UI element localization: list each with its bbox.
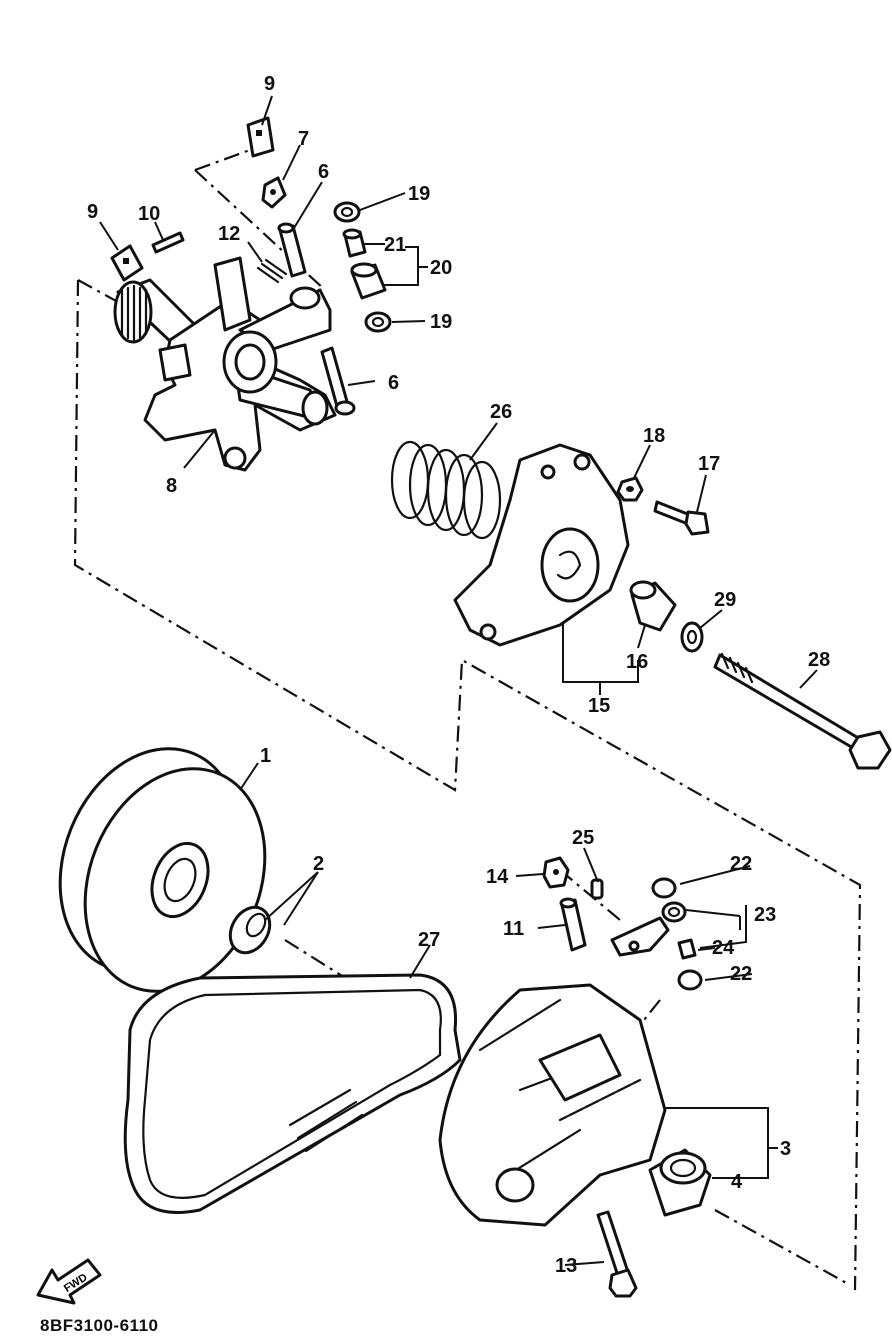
callout-22-bottom: 22: [730, 963, 752, 985]
callout-17: 17: [698, 453, 720, 475]
v-belt-27: [123, 973, 462, 1214]
callout-26: 26: [490, 401, 512, 423]
nut-18: [616, 476, 644, 502]
bolt-13: [596, 1210, 638, 1298]
spring-12: [256, 258, 288, 284]
pin-6-lower: [320, 346, 356, 416]
callout-22-top: 22: [730, 853, 752, 875]
fwd-arrow-icon: FWD: [36, 1258, 102, 1305]
callout-9-top: 9: [264, 73, 275, 95]
callout-6-top: 6: [318, 161, 329, 183]
callout-19-top: 19: [408, 183, 430, 205]
callout-12: 12: [218, 223, 240, 245]
callout-10: 10: [138, 203, 160, 225]
weight-7: [261, 176, 287, 209]
washer-29: [680, 621, 704, 653]
drawing-code: 8BF3100-6110: [40, 1316, 159, 1335]
roller-23: [661, 901, 687, 923]
collar-19-bottom: [364, 311, 392, 333]
roller-20: [350, 262, 387, 300]
spider-shaft-assembly: [113, 256, 337, 472]
callout-8: 8: [166, 475, 177, 497]
arm-23-bracket: [610, 916, 670, 957]
bushing-16: [629, 580, 677, 632]
fixed-sheave-1: [58, 747, 267, 993]
collar-22-top: [651, 877, 677, 899]
callout-23: 23: [754, 904, 776, 926]
pin-11: [559, 897, 587, 952]
callout-27: 27: [418, 929, 440, 951]
bolt-17: [653, 500, 710, 536]
callout-11: 11: [503, 918, 524, 940]
callout-3: 3: [780, 1138, 791, 1160]
movable-sheave-3: [438, 983, 667, 1227]
spring-26: [390, 440, 502, 540]
callout-18: 18: [643, 425, 665, 447]
callout-7: 7: [298, 128, 309, 150]
pin-6-top: [277, 222, 307, 278]
collar-19-top: [333, 201, 361, 223]
collar-2: [228, 905, 272, 955]
callout-28: 28: [808, 649, 830, 671]
callout-6-bottom: 6: [388, 372, 399, 394]
callout-4: 4: [731, 1171, 743, 1193]
callout-1: 1: [260, 745, 271, 767]
callout-20: 20: [430, 257, 452, 279]
callout-24: 24: [712, 937, 735, 959]
callout-21: 21: [384, 234, 406, 256]
callout-14: 14: [486, 866, 509, 888]
callout-29: 29: [714, 589, 736, 611]
slider-block-9-top: [246, 116, 275, 158]
bolt-28: [713, 652, 892, 770]
bushing-4: [648, 1148, 712, 1217]
callout-19-bottom: 19: [430, 311, 452, 333]
bushing-21: [342, 228, 367, 258]
collar-22-bottom: [677, 969, 703, 991]
callout-labels: 9 7 6 19 9 10 12 21 20 19 6 8 26 18 17 2…: [87, 73, 830, 1277]
slider-block-9-left: [110, 244, 144, 282]
callout-16: 16: [626, 651, 648, 673]
cam-cap-15: [453, 443, 630, 647]
nut-14: [542, 856, 570, 889]
callout-15: 15: [588, 695, 610, 717]
callout-2: 2: [313, 853, 324, 875]
callout-9-left: 9: [87, 201, 98, 223]
pin-25: [590, 878, 604, 900]
callout-25: 25: [572, 827, 594, 849]
leader-lines: [99, 95, 818, 1266]
callout-13: 13: [555, 1255, 577, 1277]
bushing-24: [677, 938, 697, 960]
pin-10: [151, 231, 185, 254]
